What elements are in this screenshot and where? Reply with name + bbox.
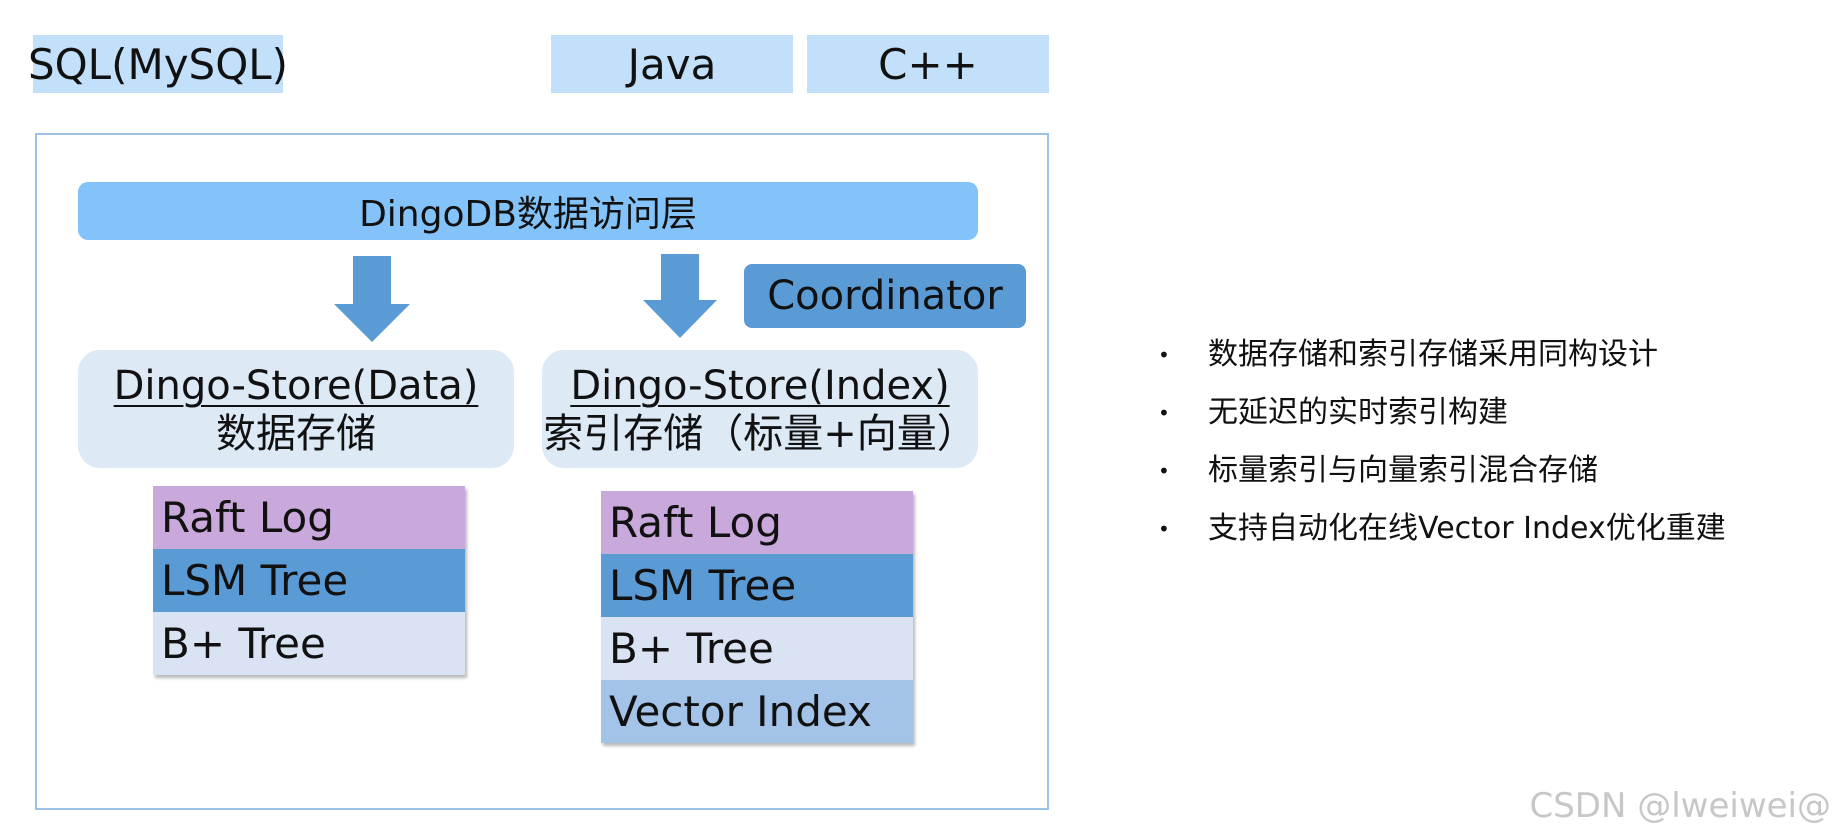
sql-mysql-box: SQL(MySQL) xyxy=(28,35,288,93)
data-b-plus-tree-layer: B+ Tree xyxy=(153,612,465,675)
dingo-store-data-subtitle: 数据存储 xyxy=(216,411,376,457)
dingo-store-data-title: Dingo-Store(Data) xyxy=(113,363,479,409)
bullet-dot-icon: • xyxy=(1158,517,1170,541)
coordinator-label: Coordinator xyxy=(767,273,1003,319)
sql-mysql-label: SQL(MySQL) xyxy=(27,39,289,89)
data-storage-layer-stack: Raft Log LSM Tree B+ Tree xyxy=(153,486,465,675)
dingo-store-index-title: Dingo-Store(Index) xyxy=(570,363,950,409)
index-storage-layer-stack: Raft Log LSM Tree B+ Tree Vector Index xyxy=(601,491,913,743)
dingo-store-data-box: Dingo-Store(Data) 数据存储 xyxy=(78,350,514,468)
bullet-text: 支持自动化在线Vector Index优化重建 xyxy=(1208,511,1726,546)
java-label: Java xyxy=(627,39,717,89)
bullet-text: 标量索引与向量索引混合存储 xyxy=(1208,453,1598,488)
dingo-store-index-subtitle: 索引存储（标量+向量） xyxy=(543,411,977,457)
index-raft-log-layer: Raft Log xyxy=(601,491,913,554)
bullet-item: • 标量索引与向量索引混合存储 xyxy=(1158,442,1726,500)
data-lsm-tree-layer: LSM Tree xyxy=(153,549,465,612)
dingo-store-index-box: Dingo-Store(Index) 索引存储（标量+向量） xyxy=(542,350,978,468)
down-arrow-icon xyxy=(334,256,410,342)
coordinator-box: Coordinator xyxy=(744,264,1026,328)
index-b-plus-tree-layer: B+ Tree xyxy=(601,617,913,680)
java-box: Java xyxy=(551,35,793,93)
index-vector-index-layer: Vector Index xyxy=(601,680,913,743)
bullet-dot-icon: • xyxy=(1158,343,1170,367)
bullet-dot-icon: • xyxy=(1158,459,1170,483)
access-layer-label: DingoDB数据访问层 xyxy=(359,194,697,235)
bullet-item: • 无延迟的实时索引构建 xyxy=(1158,384,1726,442)
feature-bullet-list: • 数据存储和索引存储采用同构设计 • 无延迟的实时索引构建 • 标量索引与向量… xyxy=(1158,326,1726,558)
csdn-watermark: CSDN @lweiwei@ xyxy=(1529,786,1831,826)
data-raft-log-layer: Raft Log xyxy=(153,486,465,549)
bullet-text: 无延迟的实时索引构建 xyxy=(1208,395,1508,430)
index-lsm-tree-layer: LSM Tree xyxy=(601,554,913,617)
cpp-label: C++ xyxy=(878,39,978,89)
bullet-item: • 支持自动化在线Vector Index优化重建 xyxy=(1158,500,1726,558)
bullet-item: • 数据存储和索引存储采用同构设计 xyxy=(1158,326,1726,384)
bullet-text: 数据存储和索引存储采用同构设计 xyxy=(1208,337,1658,372)
cpp-box: C++ xyxy=(807,35,1049,93)
down-arrow-icon xyxy=(643,254,717,338)
bullet-dot-icon: • xyxy=(1158,401,1170,425)
dingodb-access-layer: DingoDB数据访问层 xyxy=(78,182,978,240)
